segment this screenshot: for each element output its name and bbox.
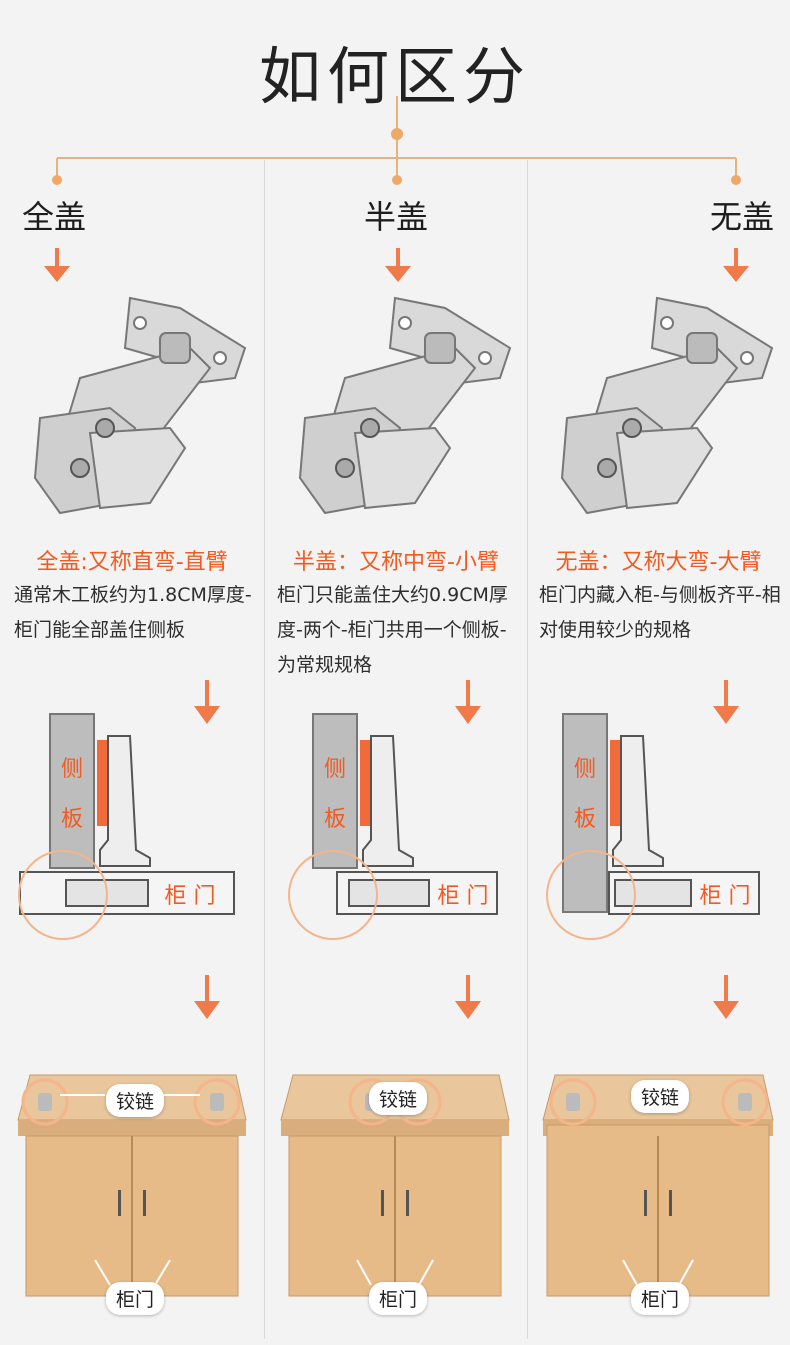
arrow-down-icon bbox=[194, 975, 220, 1019]
hinge-label: 铰链 bbox=[369, 1082, 428, 1115]
arrow-down-icon bbox=[455, 975, 481, 1019]
arrow-down-icon bbox=[723, 248, 749, 282]
hinge-label: 铰链 bbox=[631, 1080, 690, 1113]
side-panel-label: 板 bbox=[324, 807, 346, 832]
column-heading: 无盖 bbox=[709, 198, 774, 236]
cabinet-door-label: 柜门 bbox=[106, 1282, 165, 1315]
door-label: 柜 门 bbox=[438, 884, 489, 909]
mounting-diagram: 侧 板 柜 门 bbox=[546, 713, 760, 940]
arrow-down-icon bbox=[385, 248, 411, 282]
door-label: 柜 门 bbox=[165, 884, 216, 909]
cabinet-illustration bbox=[280, 1074, 510, 1297]
connector-tree bbox=[52, 96, 741, 185]
column-subtitle: 半盖：又称中弯-小臂 bbox=[293, 550, 499, 575]
side-panel-label: 板 bbox=[574, 807, 596, 832]
arrow-down-icon bbox=[455, 680, 481, 724]
column-heading: 半盖 bbox=[363, 198, 428, 236]
cabinet-illustration bbox=[17, 1074, 247, 1297]
column-half-overlay: 半盖 半盖：又称中弯-小臂 柜门只能盖住大约0.9CM厚度-两个-柜门共用一个侧… bbox=[264, 160, 528, 1339]
column-heading: 全盖 bbox=[22, 198, 87, 236]
cabinet-hinge-icon bbox=[33, 296, 247, 515]
column-description: 通常木工板约为1.8CM厚度-柜门能全部盖住侧板 bbox=[14, 584, 252, 641]
cabinet-door-label: 柜门 bbox=[631, 1282, 690, 1315]
door-label: 柜 门 bbox=[700, 884, 751, 909]
side-panel-label: 侧 bbox=[324, 757, 346, 782]
column-subtitle: 全盖:又称直弯-直臂 bbox=[36, 550, 228, 575]
side-panel-label: 侧 bbox=[574, 757, 596, 782]
hinge-label: 铰链 bbox=[106, 1084, 165, 1117]
arrow-down-icon bbox=[713, 680, 739, 724]
cabinet-door-label: 柜门 bbox=[369, 1282, 428, 1315]
side-panel-label: 板 bbox=[61, 807, 83, 832]
side-panel-label: 侧 bbox=[61, 757, 83, 782]
column-description: 柜门内藏入柜-与侧板齐平-相对使用较少的规格 bbox=[539, 584, 781, 641]
arrow-down-icon bbox=[713, 975, 739, 1019]
page-title: 如何区分 bbox=[258, 40, 531, 113]
arrow-down-icon bbox=[44, 248, 70, 282]
mounting-diagram: 侧 板 柜 门 bbox=[18, 713, 235, 940]
column-full-overlay: 全盖 全盖:又称直弯-直臂 通常木工板约为1.8CM厚度-柜门能全部盖住侧板 侧… bbox=[0, 160, 264, 1339]
column-inset: 无盖 无盖：又称大弯-大臂 柜门内藏入柜-与侧板齐平-相对使用较少的规格 侧 板… bbox=[527, 160, 790, 1339]
column-subtitle: 无盖：又称大弯-大臂 bbox=[555, 550, 762, 575]
cabinet-hinge-icon bbox=[298, 296, 512, 515]
mounting-diagram: 侧 板 柜 门 bbox=[288, 713, 498, 940]
arrow-down-icon bbox=[194, 680, 220, 724]
column-description: 柜门只能盖住大约0.9CM厚度-两个-柜门共用一个侧板-为常规规格 bbox=[277, 584, 508, 676]
cabinet-hinge-icon bbox=[560, 296, 774, 515]
